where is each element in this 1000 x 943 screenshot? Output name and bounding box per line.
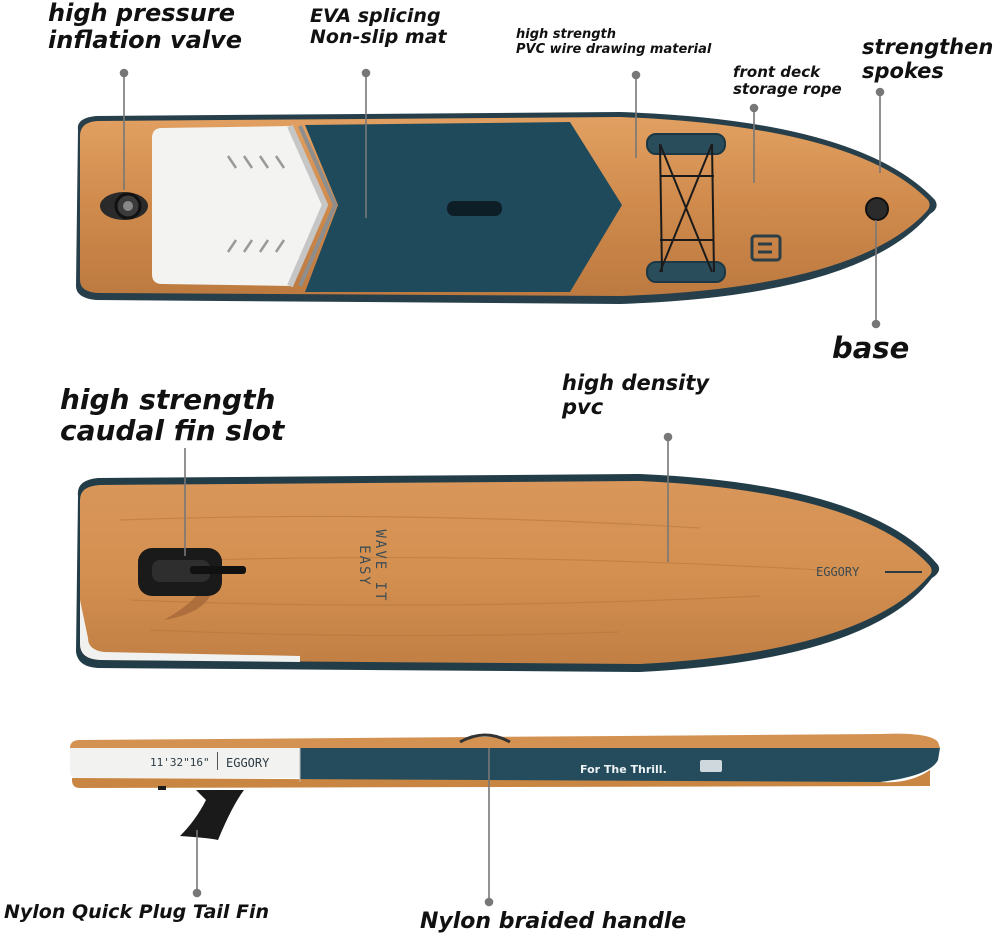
- label-spokes: strengthen spokes: [862, 35, 994, 83]
- inflation-valve-graphic: [100, 192, 148, 220]
- middle-board-wood: [80, 481, 932, 664]
- fin-slot-graphic: [138, 548, 246, 620]
- board-text-side-slogan: For The Thrill.: [580, 763, 667, 776]
- middle-board-bottom-view: [76, 474, 940, 672]
- board-text-side-divider: [217, 752, 218, 770]
- side-board-white-band: [70, 748, 300, 778]
- bottom-board-side-view: [70, 733, 940, 840]
- tail-fin-graphic: [180, 790, 244, 840]
- board-text-eggory-bottom: EGGORY: [816, 565, 860, 579]
- label-inflation-valve: high pressure inflation valve: [48, 0, 243, 54]
- label-pvc-material: high strength PVC wire drawing material: [516, 27, 712, 57]
- board-text-side-size: 11'32"16": [150, 756, 210, 769]
- label-storage-rope: front deck storage rope: [733, 63, 842, 98]
- label-eva-mat: EVA splicing Non-slip mat: [310, 5, 447, 49]
- bungee-pad-rear-top: [646, 133, 726, 155]
- label-fin-slot: high strength caudal fin slot: [60, 383, 285, 448]
- top-board-center-handle: [447, 201, 502, 216]
- top-board-deck-view: [76, 112, 937, 304]
- board-text-side-brand: EGGORY: [226, 756, 270, 770]
- leader-lines: [119, 68, 885, 907]
- side-board-blue-band: [300, 748, 940, 782]
- board-text-wave-it-easy: WAVE IT EASY: [356, 529, 388, 603]
- label-high-density: high density pvc: [562, 371, 710, 419]
- nose-base-graphic: [865, 197, 889, 221]
- bungee-pad-rear-bottom: [646, 261, 726, 283]
- label-tail-fin: Nylon Quick Plug Tail Fin: [4, 901, 270, 923]
- top-board-logo: [750, 234, 782, 262]
- label-handle: Nylon braided handle: [420, 909, 687, 934]
- label-base: base: [832, 331, 910, 365]
